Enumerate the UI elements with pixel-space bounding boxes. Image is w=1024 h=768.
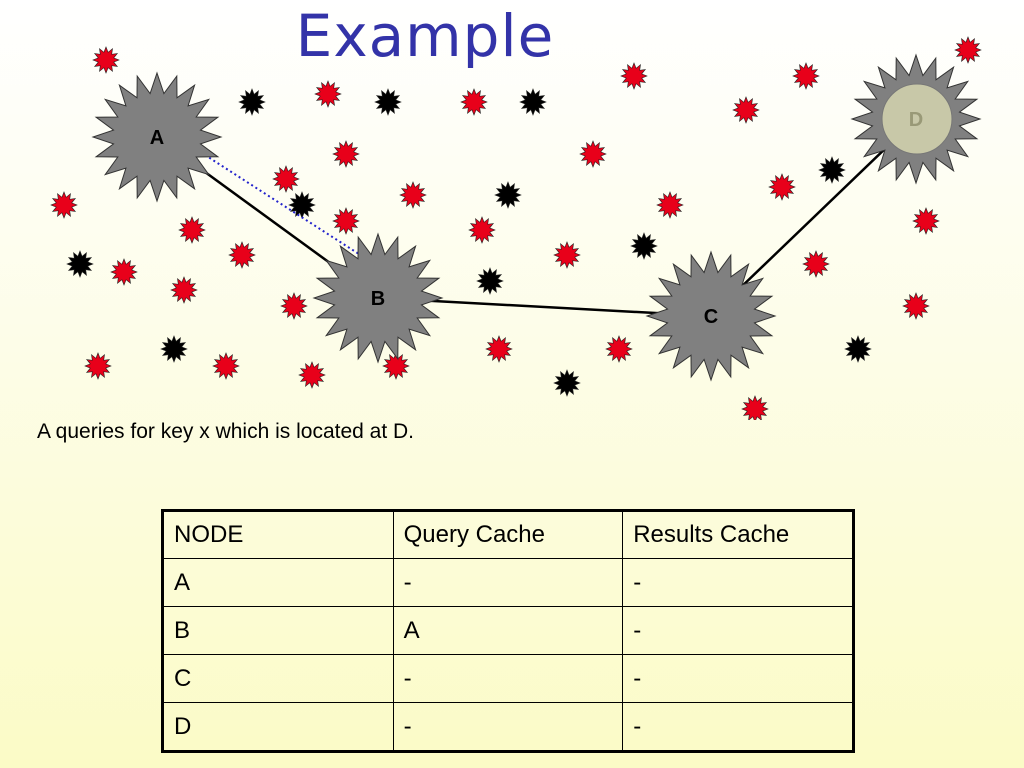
cell-node: C: [162, 654, 394, 703]
peer-node-red: [579, 140, 607, 168]
peer-node-black: [494, 181, 522, 209]
peer-node-red: [741, 395, 769, 420]
node-b-label: B: [371, 288, 385, 310]
cell-node: A: [162, 558, 394, 607]
network-diagram: A B C D: [50, 36, 982, 420]
edges: [156, 118, 917, 318]
peer-node-red: [399, 181, 427, 209]
node-d-inner: [881, 83, 953, 155]
peer-node-red: [110, 258, 138, 286]
table-row: B A -: [162, 606, 854, 655]
edge-a-b-dotted: [204, 154, 363, 257]
peer-node-red: [802, 250, 830, 278]
peer-node-red: [768, 173, 796, 201]
peer-node-black: [66, 250, 94, 278]
peer-node-red: [298, 361, 326, 389]
peer-nodes: [50, 36, 982, 420]
peer-node-black: [374, 88, 402, 116]
peer-node-red: [332, 140, 360, 168]
peer-node-black: [844, 335, 872, 363]
cell-results-cache: -: [622, 606, 854, 655]
node-c-label: C: [704, 306, 718, 328]
peer-node-red: [280, 292, 308, 320]
peer-node-red: [792, 62, 820, 90]
peer-node-red: [92, 46, 120, 74]
peer-node-black: [818, 156, 846, 184]
peer-node-red: [170, 276, 198, 304]
table-row: A - -: [162, 558, 854, 607]
peer-node-red: [656, 191, 684, 219]
node-a-label: A: [150, 127, 164, 149]
peer-node-red: [84, 352, 112, 380]
table-row: C - -: [162, 654, 854, 703]
peer-node-black: [288, 191, 316, 219]
cell-query-cache: -: [392, 702, 624, 752]
cell-node: D: [162, 702, 394, 752]
peer-node-red: [954, 36, 982, 64]
cell-results-cache: -: [622, 558, 854, 607]
peer-node-red: [272, 165, 300, 193]
cell-results-cache: -: [622, 702, 854, 752]
node-d-label: D: [909, 109, 923, 131]
node-a-shape: [91, 71, 223, 203]
cell-query-cache: A: [392, 606, 624, 655]
table-row: D - -: [162, 702, 854, 752]
node-b-shape: [312, 232, 444, 364]
peer-node-red: [460, 88, 488, 116]
peer-node-black: [553, 369, 581, 397]
peer-node-red: [382, 352, 410, 380]
peer-node-black: [519, 88, 547, 116]
peer-node-red: [50, 191, 78, 219]
peer-node-black: [238, 88, 266, 116]
caption: A queries for key x which is located at …: [37, 420, 415, 443]
main-nodes: A B C D: [91, 53, 982, 382]
edge-c-d: [710, 118, 917, 317]
peer-node-red: [332, 207, 360, 235]
node-d: D: [850, 53, 982, 185]
node-b: B: [312, 232, 444, 364]
cell-results-cache: -: [622, 654, 854, 703]
peer-node-red: [902, 292, 930, 320]
cache-table: NODE Query Cache Results Cache A - - B A…: [161, 509, 855, 753]
node-a: A: [91, 71, 223, 203]
peer-node-red: [485, 335, 513, 363]
peer-node-red: [620, 62, 648, 90]
peer-node-red: [314, 80, 342, 108]
peer-node-red: [912, 207, 940, 235]
peer-node-red: [732, 96, 760, 124]
peer-node-red: [468, 216, 496, 244]
node-c-shape: [645, 250, 777, 382]
slide-title: Example: [295, 2, 555, 70]
cell-query-cache: -: [392, 558, 624, 607]
header-node: NODE: [162, 510, 394, 559]
header-query-cache: Query Cache: [392, 510, 624, 559]
peer-node-red: [605, 335, 633, 363]
cell-node: B: [162, 606, 394, 655]
peer-node-red: [178, 216, 206, 244]
table-header-row: NODE Query Cache Results Cache: [162, 510, 854, 559]
peer-node-black: [476, 267, 504, 295]
peer-node-red: [228, 241, 256, 269]
node-c: C: [645, 250, 777, 382]
header-results-cache: Results Cache: [622, 510, 854, 559]
peer-node-red: [212, 352, 240, 380]
peer-node-red: [553, 241, 581, 269]
peer-node-black: [630, 232, 658, 260]
peer-node-black: [160, 335, 188, 363]
cell-query-cache: -: [392, 654, 624, 703]
